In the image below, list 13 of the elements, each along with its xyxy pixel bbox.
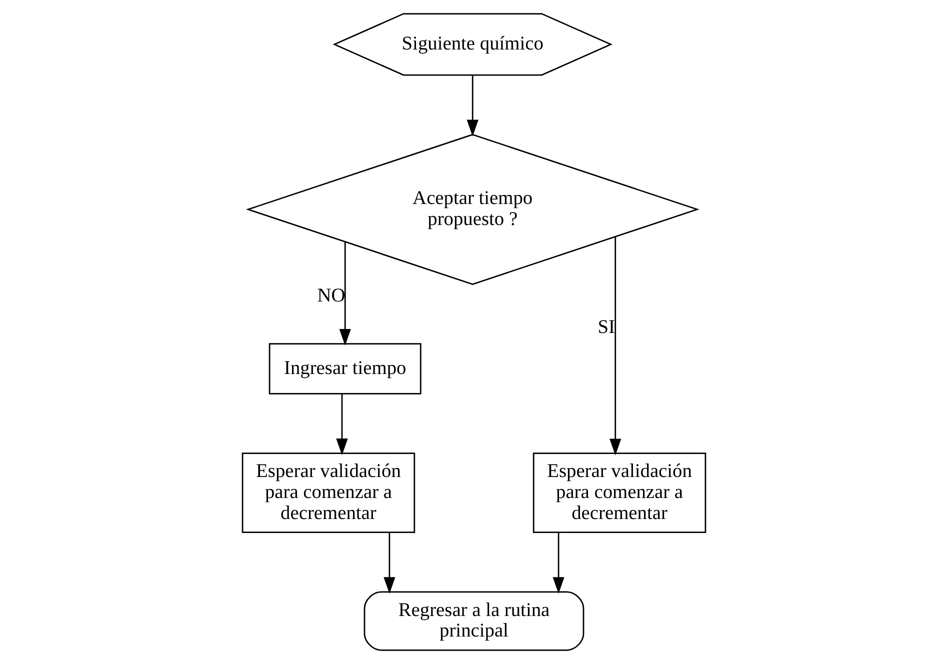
arrow xyxy=(339,242,351,346)
arrow xyxy=(552,532,564,594)
edge-label: SI xyxy=(598,317,615,338)
node-box: Regresar a la rutina principal xyxy=(364,591,584,651)
edge-label: NO xyxy=(317,285,346,306)
node-diamond: Aceptar tiempo propuesto ? xyxy=(246,134,700,285)
arrow xyxy=(384,532,396,594)
arrow xyxy=(610,237,622,456)
node-box: Ingresar tiempo xyxy=(268,343,422,394)
arrow xyxy=(466,75,478,136)
arrow xyxy=(336,394,348,456)
node-box: Esperar validación para comenzar a decrementar xyxy=(532,452,706,534)
node-box: Esperar validación para comenzar a decrementar xyxy=(242,452,416,534)
